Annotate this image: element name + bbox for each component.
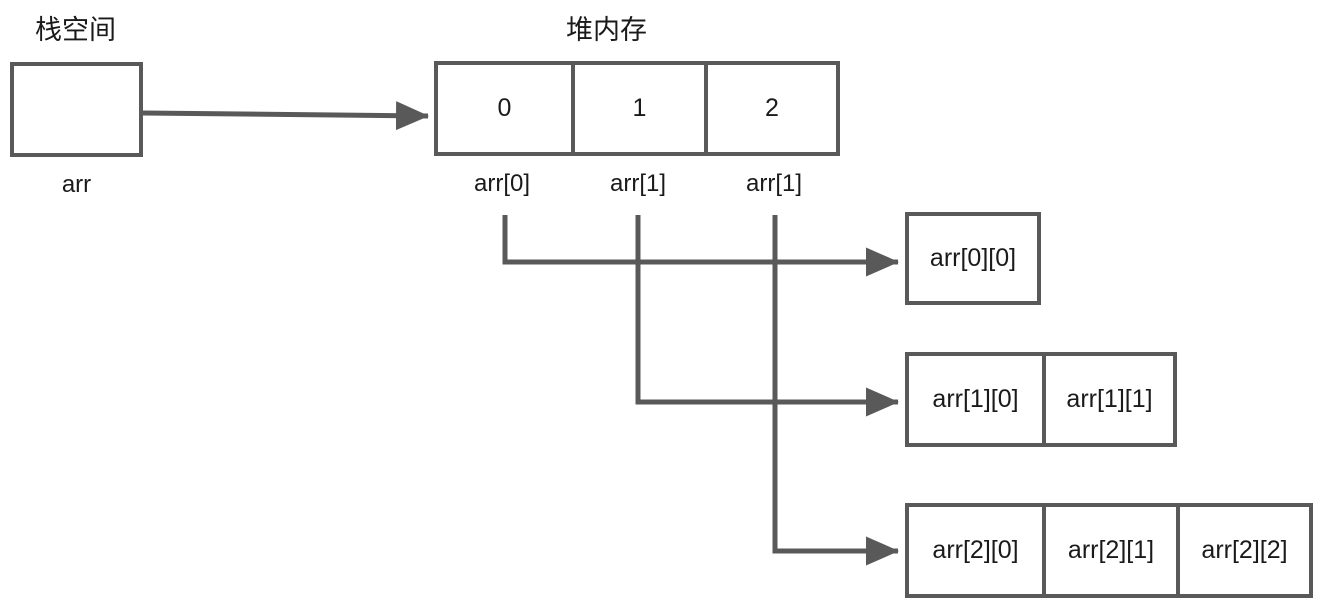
heap-title: 堆内存 — [566, 15, 647, 45]
arrow-heap0-to-row0 — [502, 215, 899, 277]
stack-title: 栈空间 — [35, 15, 116, 45]
sub-array-cell-2-1: arr[2][1] — [1042, 507, 1176, 594]
sub-array-row-2: arr[2][0] arr[2][1] arr[2][2] — [905, 503, 1313, 598]
arrow-heap1-to-row1 — [635, 215, 899, 417]
sub-array-row-0: arr[0][0] — [905, 212, 1041, 305]
sub-array-cell-2-2: arr[2][2] — [1176, 507, 1309, 594]
heap-cell-1: 1 — [571, 65, 704, 152]
heap-cell-2-label: arr[1] — [745, 170, 802, 197]
heap-pointer-array: 0 1 2 — [434, 61, 840, 156]
stack-variable-box — [10, 62, 143, 157]
heap-cell-0-label: arr[0] — [473, 170, 530, 197]
heap-cell-1-label: arr[1] — [609, 170, 666, 197]
stack-variable-label: arr — [61, 171, 92, 198]
sub-array-row-1: arr[1][0] arr[1][1] — [905, 352, 1177, 447]
sub-array-cell-2-0: arr[2][0] — [909, 507, 1042, 594]
arrow-heap2-to-row2 — [772, 215, 899, 566]
arrow-stack-to-heap — [142, 101, 429, 131]
sub-array-cell-0-0: arr[0][0] — [909, 216, 1037, 301]
heap-cell-2: 2 — [704, 65, 836, 152]
sub-array-cell-1-1: arr[1][1] — [1042, 356, 1173, 443]
sub-array-cell-1-0: arr[1][0] — [909, 356, 1042, 443]
heap-cell-0: 0 — [438, 65, 571, 152]
